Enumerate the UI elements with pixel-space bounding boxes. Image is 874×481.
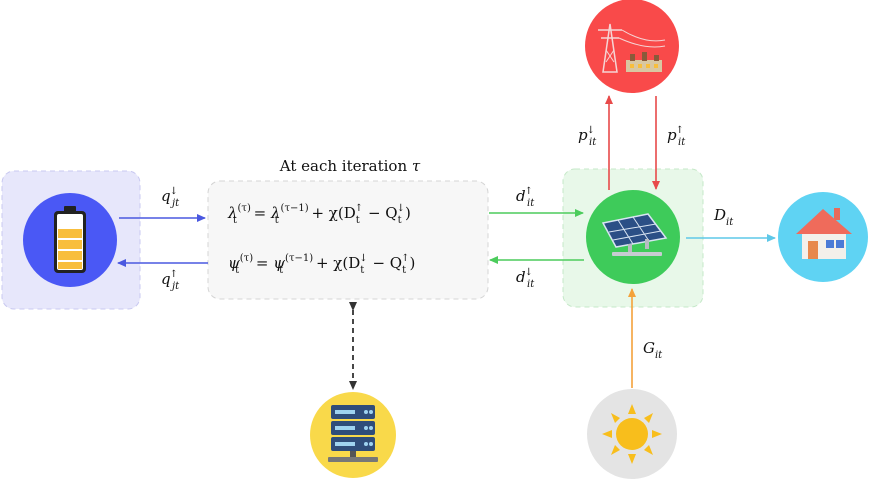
label-G: Git [643,339,663,361]
solar-node [586,190,680,284]
battery-icon [54,206,86,273]
label-p-up: p↑it [667,125,686,148]
iteration-title: At each iteration τ [279,157,421,175]
sun-node [587,389,677,479]
label-p-down: p↓it [578,125,597,148]
house-icon [796,208,852,259]
server-node [310,392,396,478]
label-d-down: d↓it [516,267,535,290]
update-equation-psi: ψ(τ)t = ψ(τ−1)t + χ(Dt↓ − Qt↑) [228,253,416,276]
label-d-up: d↑it [516,186,535,209]
house-node [778,192,868,282]
sun-icon [602,404,662,464]
battery-node [23,193,117,287]
grid-node [585,0,679,93]
iteration-box [207,180,489,300]
solar-panel-icon [601,213,668,256]
label-q-down: q↓jt [161,186,180,209]
power-grid-icon [598,23,666,73]
label-q-up: q↑jt [161,269,180,292]
update-equation-lambda: λ(τ)t = λ(τ−1)t + χ(Dt↑ − Qt↓) [228,203,411,226]
server-icon [328,405,378,462]
label-D: Dit [714,206,734,228]
